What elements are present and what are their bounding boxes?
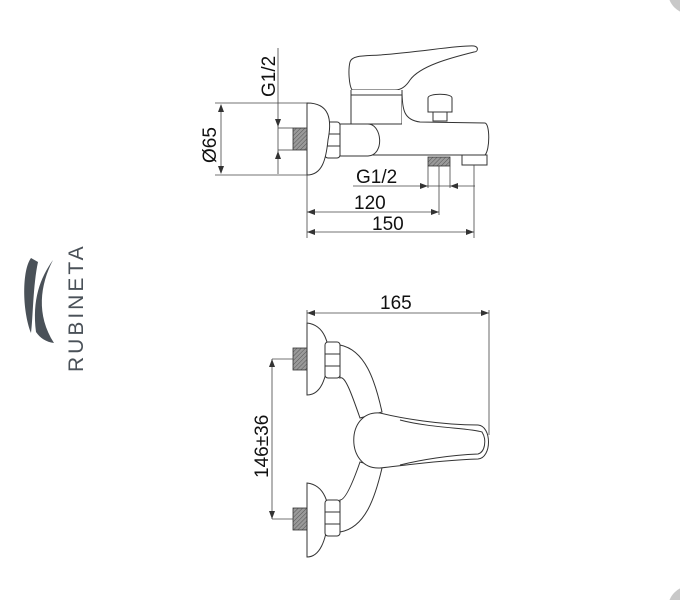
outlet-thread	[427, 156, 451, 167]
diverter-stem	[432, 111, 448, 122]
inlet-thread-label: G1/2	[259, 56, 280, 97]
lower-thread	[292, 507, 308, 531]
outlet-thread-label: G1/2	[356, 167, 397, 188]
outlet-offset-label: 120	[354, 193, 386, 214]
top-view: 165 146±36	[252, 293, 490, 558]
inlet-spacing-label: 146±36	[252, 415, 273, 478]
rubineta-logo: RUBINETA	[24, 243, 88, 372]
logo-swoosh-right	[34, 260, 54, 343]
corner-bottom-right	[669, 588, 680, 600]
flange-diameter-label: Ø65	[200, 127, 221, 163]
corner-top-right	[669, 0, 680, 12]
spout-outlet	[461, 154, 488, 166]
lower-nut	[324, 499, 341, 537]
projection-label: 165	[380, 293, 412, 314]
logo-text: RUBINETA	[65, 243, 88, 372]
lever-handle-top	[353, 412, 489, 469]
upper-thread	[292, 347, 308, 371]
logo-swoosh-left	[24, 258, 38, 333]
diverter-knob	[427, 93, 453, 113]
upper-nut	[324, 341, 341, 379]
spout-offset-label: 150	[372, 214, 404, 235]
inlet-tube	[339, 123, 381, 157]
upper-arm	[339, 344, 383, 419]
inlet-thread	[292, 127, 308, 151]
lever-handle	[348, 45, 478, 91]
wall-flange	[306, 102, 331, 176]
side-view: G1/2 Ø65 G1/2 120 150	[200, 45, 490, 238]
lower-arm	[339, 461, 383, 533]
